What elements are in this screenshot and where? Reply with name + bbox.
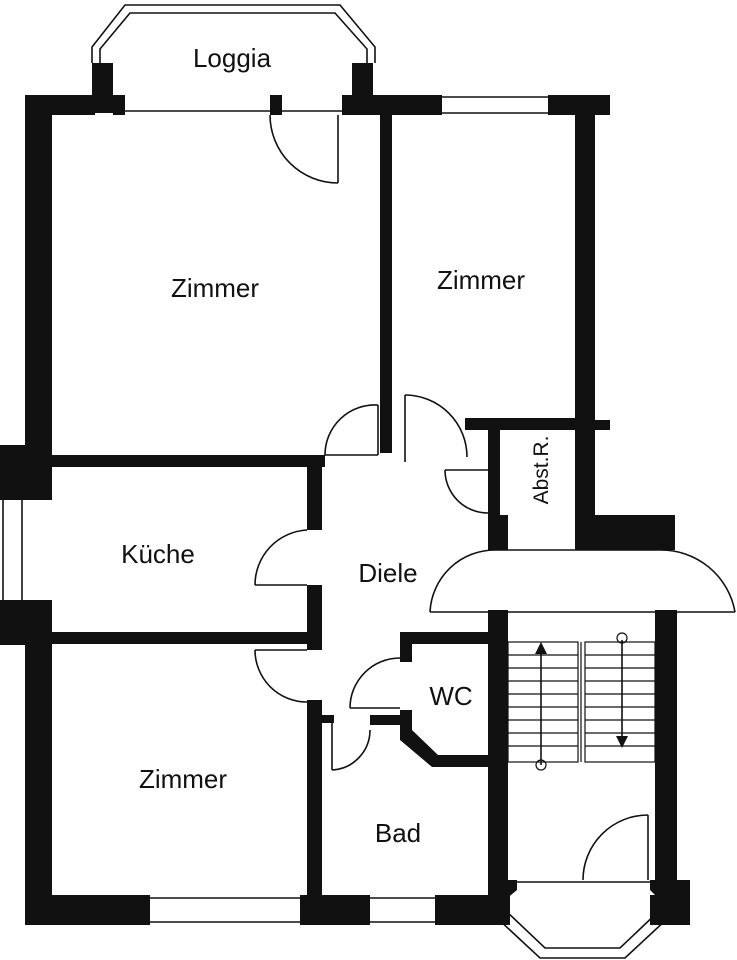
room-label-diele: Diele <box>358 558 417 588</box>
staircase <box>507 632 656 771</box>
room-label-zimmer-bottom-left: Zimmer <box>139 764 227 794</box>
room-label-abstellraum: Abst.R. <box>530 436 553 505</box>
room-label-zimmer-top-left: Zimmer <box>171 273 259 303</box>
window-kueche <box>2 500 23 600</box>
outer-walls <box>0 95 690 925</box>
room-label-loggia: Loggia <box>193 43 272 73</box>
doors <box>254 114 736 881</box>
room-label-kueche: Küche <box>121 539 195 569</box>
room-label-bad: Bad <box>375 818 421 848</box>
window-top-right <box>442 96 548 114</box>
room-label-wc: WC <box>429 681 472 711</box>
interior-walls <box>25 113 575 900</box>
room-label-zimmer-top-right: Zimmer <box>437 265 525 295</box>
entrance-bay <box>496 880 669 959</box>
windows-bottom <box>150 897 435 923</box>
